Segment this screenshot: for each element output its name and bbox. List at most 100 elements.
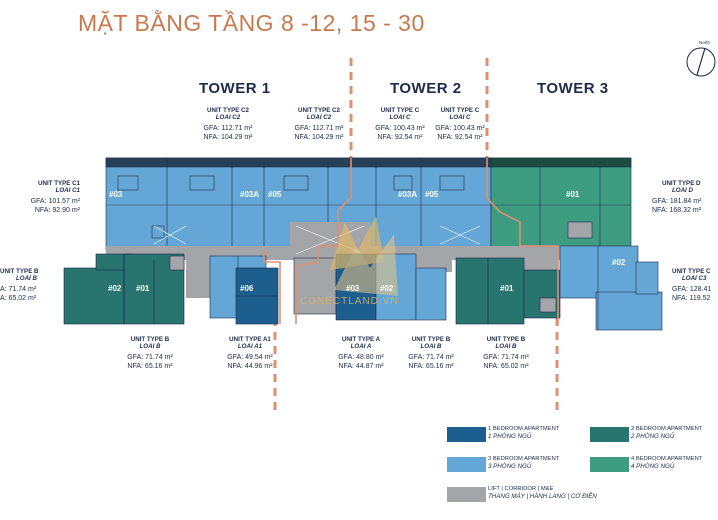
unit-label: #05 — [268, 190, 282, 199]
unit-type-a1: UNIT TYPE A1 LOAI A1 GFA: 49.54 m² NFA: … — [214, 336, 286, 371]
unit-gfa: GFA: 112.71 m² — [203, 124, 253, 132]
unit-type-c-left: UNIT TYPE C LOAI C GFA: 100.43 m² NFA: 9… — [366, 107, 434, 142]
unit-label: #03A — [240, 190, 260, 199]
unit-label: #02 — [612, 258, 626, 267]
plan-tower-boundaries — [263, 158, 559, 324]
tower-divider-lines — [273, 58, 559, 415]
legend-label: 4 BEDROOM APARTMENT — [631, 456, 703, 462]
unit-label: #05 — [425, 190, 439, 199]
legend-label: 3 BEDROOM APARTMENT — [488, 456, 560, 462]
unit-type: UNIT TYPE C2 — [207, 107, 249, 114]
legend-label: 2 BEDROOM APARTMENT — [631, 426, 703, 432]
unit-nfa: NFA: 92.90 m² — [34, 206, 80, 214]
unit-loai: LOAI B — [16, 275, 37, 283]
unit-label: #02 — [108, 284, 122, 293]
legend-label-vi: 1 PHÒNG NGỦ — [488, 433, 532, 440]
unit-nfa: NFA: 65.16 m² — [408, 362, 454, 370]
tower-1-label: TOWER 1 — [199, 80, 271, 97]
unit-gfa: GFA: 181.84 m² — [652, 197, 702, 205]
unit-nfa: NFA: 65.02 m² — [483, 362, 529, 370]
legend-swatch-3-bedroom — [447, 457, 486, 472]
unit-loai: LOAI B — [139, 343, 161, 351]
unit-gfa: GFA: 71.74 m² — [483, 353, 529, 361]
tower-3-unit-01 — [490, 157, 632, 249]
unit-loai: LOAI D — [672, 187, 693, 195]
unit-gfa: GFA: 71.74 m² — [127, 353, 173, 361]
unit-loai: LOAI A1 — [237, 343, 263, 351]
unit-type-b-left: UNIT TYPE B LOAI B A: 71.74 m² A: 65.02 … — [0, 268, 60, 303]
unit-type: UNIT TYPE C — [672, 268, 711, 275]
unit-type-c2-right: UNIT TYPE C2 LOAI C2 GFA: 112.71 m² NFA:… — [283, 107, 355, 142]
unit-gfa: GFA: 101.57 m² — [30, 197, 80, 205]
unit-loai: LOAI B — [495, 343, 517, 351]
legend-swatch-4-bedroom — [590, 457, 629, 472]
north-wing — [105, 157, 492, 251]
unit-gfa: GFA: 49.54 m² — [227, 353, 273, 361]
unit-type-b-3: UNIT TYPE B LOAI B GFA: 71.74 m² NFA: 65… — [470, 336, 542, 371]
unit-type: UNIT TYPE B — [486, 336, 526, 343]
unit-nfa: NFA: 104.29 m² — [294, 133, 344, 141]
unit-nfa: NFA: 168.32 m² — [652, 206, 702, 214]
unit-type-d: UNIT TYPE D LOAI D GFA: 181.84 m² NFA: 1… — [652, 180, 718, 215]
legend-label: LIFT | CORRIDOR | M&E — [488, 486, 554, 492]
tower-2-label: TOWER 2 — [390, 80, 462, 97]
unit-type: UNIT TYPE A — [341, 336, 381, 343]
tower-3-label: TOWER 3 — [537, 80, 609, 97]
unit-nfa: NFA: 92.54 m² — [377, 133, 423, 141]
legend-label-vi: 4 PHÒNG NGỦ — [631, 463, 675, 470]
unit-type-b-2: UNIT TYPE B LOAI B GFA: 71.74 m² NFA: 65… — [395, 336, 467, 371]
unit-loai: LOAI C2 — [306, 114, 332, 122]
legend-swatch-1-bedroom — [447, 427, 486, 442]
compass-label: North — [699, 40, 711, 45]
unit-nfa: NFA: 92.54 m² — [437, 133, 483, 141]
unit-type: UNIT TYPE B — [411, 336, 451, 343]
north-compass: North — [683, 36, 718, 82]
unit-type-b-1: UNIT TYPE B LOAI B GFA: 71.74 m² NFA: 65… — [114, 336, 186, 371]
unit-label: #03 — [346, 284, 360, 293]
unit-type: UNIT TYPE B — [0, 268, 39, 275]
unit-label: #03 — [109, 190, 123, 199]
unit-loai: LOAI C2 — [215, 114, 241, 122]
unit-label: #06 — [240, 284, 254, 293]
unit-loai: LOAI C — [449, 114, 471, 122]
unit-label: #01 — [566, 190, 580, 199]
unit-nfa: NFA: 44.96 m² — [227, 362, 273, 370]
unit-nfa: NFA: 65.16 m² — [127, 362, 173, 370]
unit-loai: LOAI C — [389, 114, 411, 122]
unit-type-c3: UNIT TYPE C LOAI C3 GFA: 128.41 NFA: 119… — [672, 268, 718, 303]
unit-nfa: NFA: 119.52 — [672, 294, 711, 302]
unit-type: UNIT TYPE A1 — [229, 336, 271, 343]
unit-gfa: GFA: 71.74 m² — [408, 353, 454, 361]
page-title: MẶT BẰNG TẦNG 8 -12, 15 - 30 — [78, 10, 425, 36]
unit-gfa: GFA: 100.43 m² — [435, 124, 485, 132]
unit-type-c-right: UNIT TYPE C LOAI C GFA: 100.43 m² NFA: 9… — [426, 107, 494, 142]
unit-type: UNIT TYPE C — [380, 107, 420, 114]
tower-3-unit-02 — [559, 245, 663, 331]
unit-gfa: GFA: 100.43 m² — [375, 124, 425, 132]
unit-type-c1: UNIT TYPE C1 LOAI C1 GFA: 101.57 m² NFA:… — [6, 180, 80, 215]
unit-label: #01 — [500, 284, 514, 293]
legend-label: 1 BEDROOM APARTMENT — [488, 426, 560, 432]
unit-label: #01 — [136, 284, 150, 293]
unit-gfa: GFA: 128.41 — [672, 285, 712, 293]
unit-gfa: GFA: 48.80 m² — [338, 353, 384, 361]
unit-type-a: UNIT TYPE A LOAI A GFA: 48.80 m² NFA: 44… — [325, 336, 397, 371]
compass-icon — [686, 47, 716, 77]
legend-swatch-2-bedroom — [590, 427, 629, 442]
unit-nfa: NFA: 104.29 m² — [203, 133, 253, 141]
unit-type: UNIT TYPE C2 — [298, 107, 340, 114]
legend-label-vi: THANG MÁY | HÀNH LANG | CƠ ĐIỆN — [488, 493, 597, 500]
unit-type: UNIT TYPE D — [662, 180, 701, 187]
watermark-logo — [330, 216, 398, 296]
unit-type: UNIT TYPE B — [130, 336, 170, 343]
unit-type-c2-left: UNIT TYPE C2 LOAI C2 GFA: 112.71 m² NFA:… — [192, 107, 264, 142]
unit-type: UNIT TYPE C1 — [38, 180, 80, 187]
unit-loai: LOAI A — [350, 343, 372, 351]
unit-loai: LOAI C3 — [682, 275, 707, 283]
legend-label-vi: 2 PHÒNG NGỦ — [631, 433, 675, 440]
unit-type: UNIT TYPE C — [440, 107, 480, 114]
